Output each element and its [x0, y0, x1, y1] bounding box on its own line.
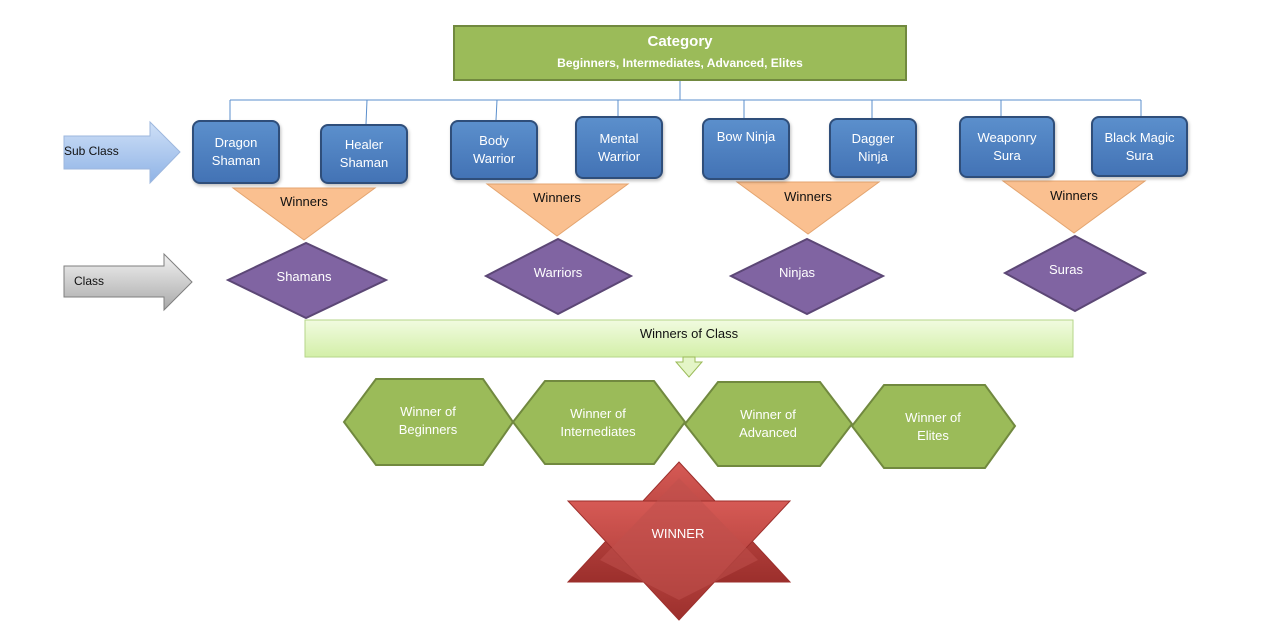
subclass-box-healer-shaman: Healer Shaman — [320, 124, 408, 184]
subclass-box-body-warrior: Body Warrior — [450, 120, 538, 180]
class-diamond — [483, 237, 634, 316]
hexagon — [511, 380, 687, 465]
subclass-box-weaponry-sura: Weaponry Sura — [959, 116, 1055, 178]
winners-label: Winners — [784, 189, 832, 204]
sub-class-arrow — [63, 120, 181, 185]
class-label-suras: Suras — [1049, 262, 1083, 277]
winners-funnels — [231, 180, 1147, 241]
winners-label: Winners — [1050, 188, 1098, 203]
winners-label: Winners — [533, 190, 581, 205]
subclass-box-dragon-shaman: Dragon Shaman — [192, 120, 280, 184]
subclass-box-mental-warrior: Mental Warrior — [575, 116, 663, 179]
hexagon — [683, 381, 854, 467]
down-arrow — [674, 356, 704, 378]
winners-of-class-bar — [304, 319, 1074, 358]
winner-star — [566, 461, 792, 621]
subclass-box-black-magic-sura: Black Magic Sura — [1091, 116, 1188, 177]
winners-funnel — [485, 183, 630, 237]
hexagon-label-beginners: Winner of Beginners — [398, 404, 458, 437]
class-label-shamans: Shamans — [276, 269, 332, 284]
hexagon — [850, 384, 1017, 469]
class-diamond — [728, 237, 886, 316]
subclass-box-bow-ninja: Bow Ninja — [702, 118, 790, 180]
final-winner-label: WINNER — [651, 526, 705, 541]
category-title: Category — [647, 33, 713, 50]
connector-lines — [229, 80, 1142, 125]
category-winner-hexagons — [342, 378, 1017, 469]
hexagon-label-advanced: Winner of Advanced — [739, 407, 797, 440]
class-arrow — [63, 252, 193, 312]
sub-class-label: Sub Class — [64, 144, 119, 158]
hexagon-label-elites: Winner of Elites — [905, 410, 961, 443]
class-diamonds — [225, 234, 1148, 320]
class-label-warriors: Warriors — [533, 265, 583, 280]
winners-of-class-label: Winners of Class — [639, 326, 739, 341]
category-subtitle: Beginners, Intermediates, Advanced, Elit… — [557, 56, 803, 70]
subclass-box-dagger-ninja: Dagger Ninja — [829, 118, 917, 178]
class-label-ninjas: Ninjas — [778, 265, 816, 280]
winners-funnel — [735, 181, 881, 235]
winners-label: Winners — [280, 194, 328, 209]
class-diamond — [225, 241, 389, 320]
class-label: Class — [74, 274, 105, 288]
category-box — [453, 25, 907, 81]
winners-funnel — [231, 187, 377, 241]
hexagon-label-internediates: Winner of Internediates — [560, 406, 636, 439]
class-diamond — [1002, 234, 1148, 313]
winners-funnel — [1001, 180, 1147, 234]
